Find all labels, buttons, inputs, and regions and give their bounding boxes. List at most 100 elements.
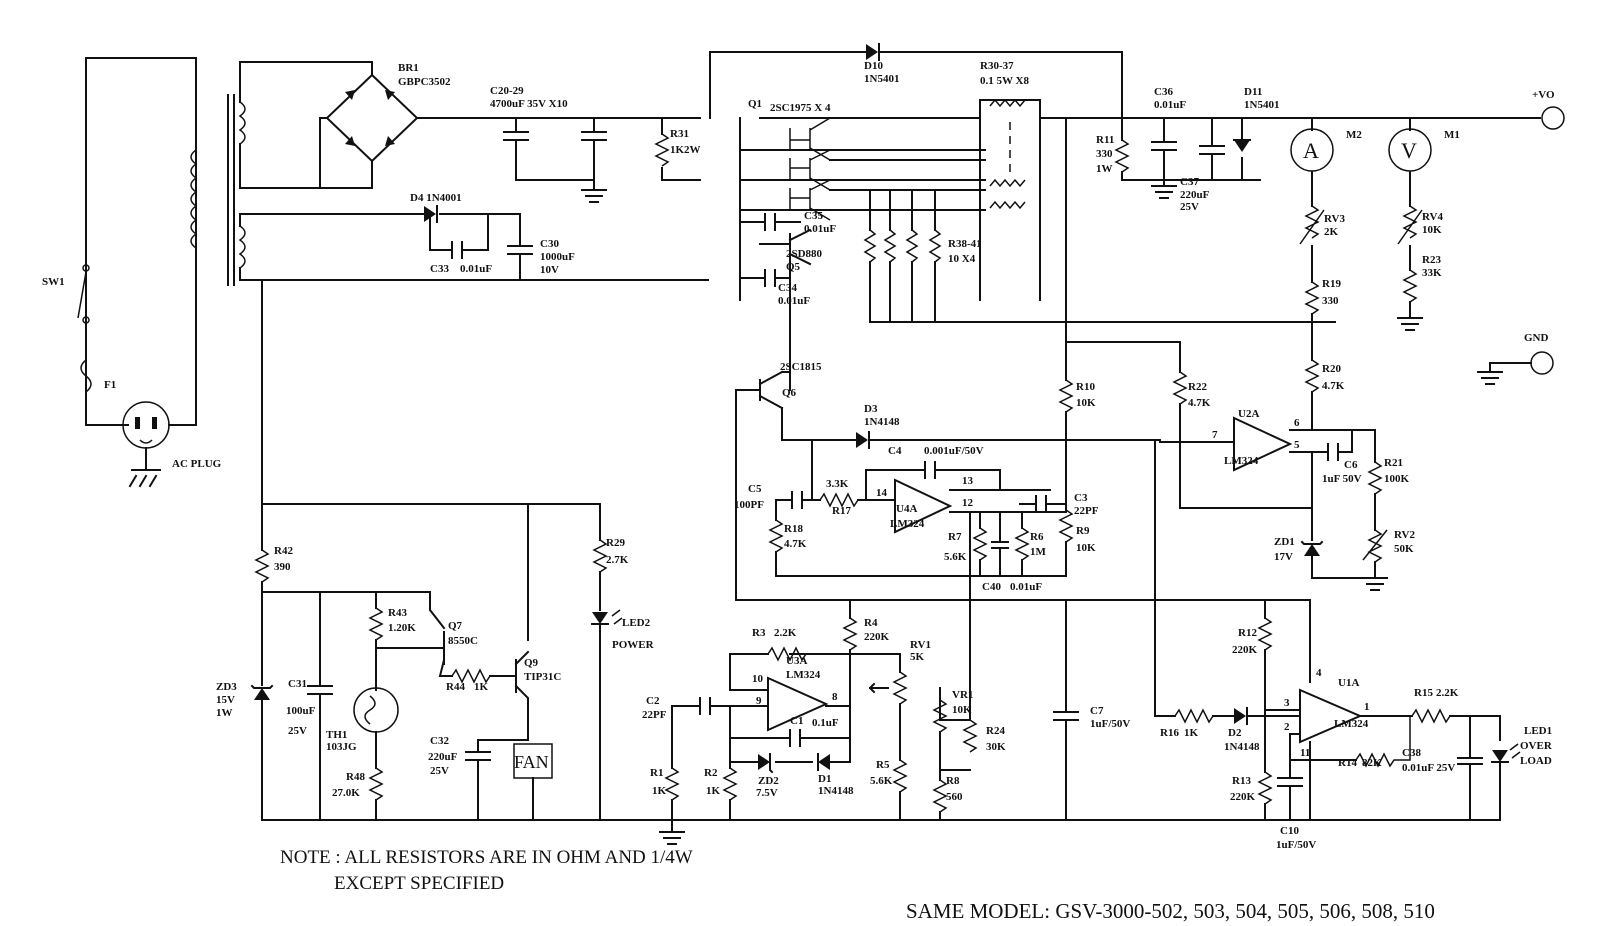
- label-r7: R7: [948, 531, 962, 543]
- label-d10-val: 1N5401: [864, 73, 899, 85]
- pin-5: 5: [1294, 439, 1300, 451]
- label-led2-val: POWER: [612, 639, 655, 651]
- r38-41-resistors: [863, 189, 1336, 323]
- label-c1: C1: [790, 715, 803, 727]
- label-c3: C3: [1074, 492, 1088, 504]
- label-c40: C40: [982, 581, 1001, 593]
- label-r30-val: 0.1 5W X8: [980, 75, 1029, 87]
- label-r18-val: 4.7K: [784, 538, 807, 550]
- label-c5: C5: [748, 483, 762, 495]
- label-br1: BR1: [398, 62, 419, 74]
- label-r1-val: 1K: [652, 785, 667, 797]
- pin-11: 11: [1300, 747, 1310, 759]
- q5-driver: [739, 213, 812, 391]
- label-c30-v: 10V: [540, 264, 559, 276]
- label-rv2-val: 50K: [1394, 543, 1414, 555]
- transformer: [190, 61, 709, 286]
- label-r29: R29: [606, 537, 625, 549]
- label-r1: R1: [650, 767, 663, 779]
- label-c32: C32: [430, 735, 449, 747]
- label-q7: Q7: [448, 620, 463, 632]
- notes: NOTE : ALL RESISTORS ARE IN OHM AND 1/4W…: [280, 847, 1435, 923]
- label-vo: +VO: [1532, 89, 1555, 101]
- label-zd2-val: 7.5V: [756, 787, 778, 799]
- label-u2a-part: LM324: [1224, 455, 1259, 467]
- label-c6-val: 1uF 50V: [1322, 473, 1362, 485]
- label-r16-val: 1K: [1184, 727, 1199, 739]
- pin-6: 6: [1294, 417, 1300, 429]
- label-r29-val: 2.7K: [606, 554, 629, 566]
- label-c2-val: 22PF: [642, 709, 667, 721]
- label-r11-val: 330: [1096, 148, 1113, 160]
- label-q6: Q6: [782, 387, 797, 399]
- label-c1-val: 0.1uF: [812, 717, 839, 729]
- ac-input-section: [77, 57, 197, 488]
- label-rv1: RV1: [910, 639, 931, 651]
- label-c34-val: 0.01uF: [778, 295, 810, 307]
- label-m2: M2: [1346, 129, 1362, 141]
- meter-v-letter: V: [1401, 138, 1417, 163]
- aux-supply: [359, 205, 533, 281]
- label-r15: R15: [1414, 687, 1433, 699]
- label-c3-val: 22PF: [1074, 505, 1099, 517]
- label-r5: R5: [876, 759, 890, 771]
- control-section: [735, 117, 1521, 821]
- label-r12: R12: [1238, 627, 1257, 639]
- label-r43-val: 1.20K: [388, 622, 416, 634]
- label-c34: C34: [778, 282, 797, 294]
- label-d2: D2: [1228, 727, 1242, 739]
- label-r38: R38-41: [948, 238, 982, 250]
- label-r48-val: 27.0K: [332, 787, 360, 799]
- label-c37-v: 25V: [1180, 201, 1199, 213]
- label-r8: R8: [946, 775, 960, 787]
- label-c33-val: 0.01uF: [460, 263, 492, 275]
- label-r23: R23: [1422, 254, 1441, 266]
- main-caps: [503, 117, 701, 203]
- label-zd3-val2: 1W: [216, 707, 233, 719]
- label-r13-val: 220K: [1230, 791, 1256, 803]
- label-q6-part: 2SC1815: [780, 361, 822, 373]
- label-vr1: VR1: [952, 689, 973, 701]
- label-d10: D10: [864, 60, 883, 72]
- q1-transistors: [739, 98, 1541, 301]
- label-r3-val: 2.2K: [774, 627, 797, 639]
- br1-bridge: [319, 61, 701, 189]
- label-r20: R20: [1322, 363, 1341, 375]
- label-zd1-val: 17V: [1274, 551, 1293, 563]
- label-r17: R17: [832, 505, 851, 517]
- label-c4: C4: [888, 445, 902, 457]
- label-rv3-val: 2K: [1324, 226, 1339, 238]
- label-d4: D4 1N4001: [410, 192, 462, 204]
- label-r9-val: 10K: [1076, 542, 1096, 554]
- label-c20: C20-29: [490, 85, 524, 97]
- label-r10-val: 10K: [1076, 397, 1096, 409]
- label-r31-val: 1K2W: [670, 144, 701, 156]
- meter-a-letter: A: [1303, 138, 1319, 163]
- label-r17-val: 3.3K: [826, 478, 849, 490]
- label-c7: C7: [1090, 705, 1104, 717]
- label-d2-val: 1N4148: [1224, 741, 1260, 753]
- label-rv4-val: 10K: [1422, 224, 1442, 236]
- label-fan: FAN: [514, 752, 549, 772]
- pin-12: 12: [962, 497, 974, 509]
- label-r44-val: 1K: [474, 681, 489, 693]
- label-r2-val: 1K: [706, 785, 721, 797]
- label-r3: R3: [752, 627, 766, 639]
- label-r4-val: 220K: [864, 631, 890, 643]
- pin-8: 8: [832, 691, 838, 703]
- label-rv3: RV3: [1324, 213, 1346, 225]
- label-zd1: ZD1: [1274, 536, 1295, 548]
- label-u2a: U2A: [1238, 408, 1259, 420]
- label-c5-val: 100PF: [734, 499, 764, 511]
- label-r12-val: 220K: [1232, 644, 1258, 656]
- label-c32-v: 25V: [430, 765, 449, 777]
- label-q9-part: TIP31C: [524, 671, 561, 683]
- label-u4a-part: LM324: [890, 518, 925, 530]
- label-d3-val: 1N4148: [864, 416, 900, 428]
- label-c7-val: 1uF/50V: [1090, 718, 1130, 730]
- pin-10: 10: [752, 673, 764, 685]
- label-u3a-part: LM324: [786, 669, 821, 681]
- d10-loop: [709, 43, 1123, 119]
- label-th1: TH1: [326, 729, 347, 741]
- label-zd2: ZD2: [758, 775, 779, 787]
